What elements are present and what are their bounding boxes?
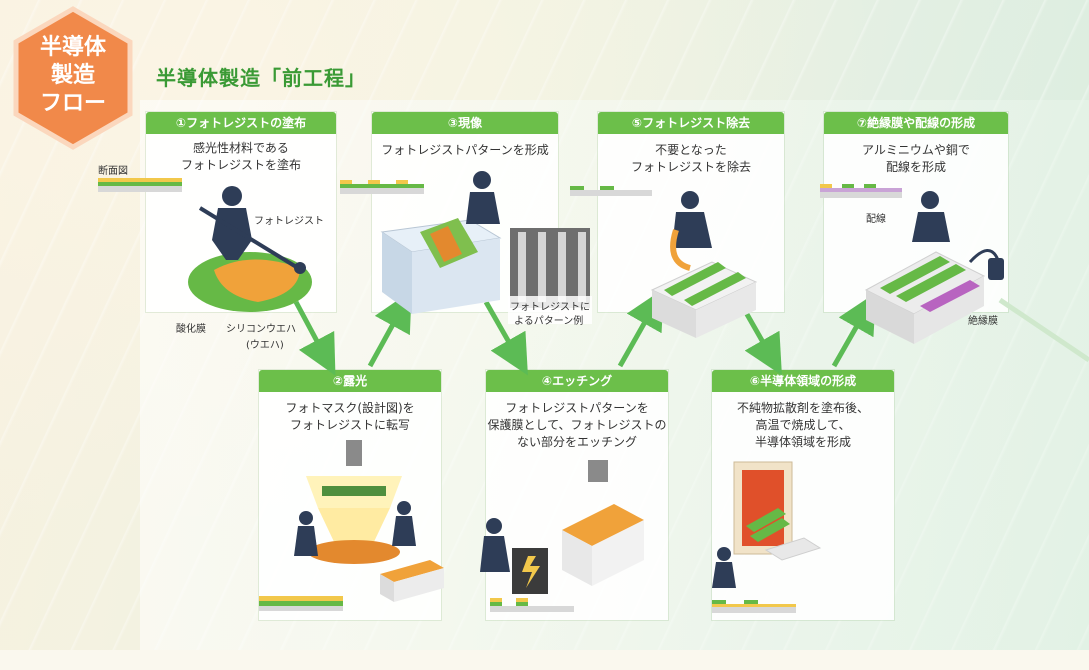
badge-line-3: フロー	[39, 91, 106, 116]
arrow-4-to-5	[617, 288, 664, 368]
badge-line-2: 製造	[50, 63, 95, 88]
arrow-7-out	[998, 297, 1089, 363]
step-4-desc-line: フォトレジストパターンを	[505, 401, 649, 415]
bottom-strip	[0, 650, 1089, 670]
step-1-desc-line: フォトレジストを塗布	[180, 158, 301, 172]
wiring-label: 配線	[866, 214, 886, 225]
step-5-desc-line: フォトレジストを除去	[630, 160, 751, 174]
step-1-description: 感光性材料である フォトレジストを塗布	[146, 140, 336, 174]
step-6-header: ⑥半導体領域の形成	[712, 370, 894, 392]
step-3-header: ③現像	[372, 112, 558, 134]
oxide-film-label: 酸化膜	[176, 324, 206, 335]
step-2-desc-line: フォトレジストに転写	[289, 418, 410, 432]
step-4-desc-line: 保護膜として、フォトレジストの	[487, 418, 667, 432]
step-6-description: 不純物拡散剤を塗布後、 高温で焼成して、 半導体領域を形成	[712, 400, 894, 451]
step-5-desc-line: 不要となった	[655, 143, 727, 157]
step-6-desc-line: 高温で焼成して、	[755, 418, 851, 432]
step-4-desc-line: ない部分をエッチング	[516, 435, 637, 449]
step-3-desc-line: フォトレジストパターンを形成	[381, 143, 549, 157]
step-7-desc-line: 配線を形成	[885, 160, 946, 174]
step-7-description: アルミニウムや銅で 配線を形成	[824, 142, 1008, 176]
arrow-1-to-2	[293, 300, 336, 376]
cross-section-2	[259, 596, 343, 611]
step-2-desc-line: フォトマスク(設計図)を	[285, 401, 415, 415]
arrow-3-to-4	[483, 300, 528, 376]
cross-section-label: 断面図	[98, 166, 128, 177]
badge-line-1: 半導体	[39, 35, 106, 60]
step-1-header: ①フォトレジストの塗布	[146, 112, 336, 134]
step-4-illustration	[480, 460, 644, 594]
page-title: 半導体製造「前工程」	[156, 66, 366, 90]
step-7-header: ⑦絶縁膜や配線の形成	[824, 112, 1008, 134]
step-2-description: フォトマスク(設計図)を フォトレジストに転写	[259, 400, 441, 434]
silicon-wafer-label: シリコンウエハ	[226, 324, 296, 335]
step-5-description: 不要となった フォトレジストを除去	[598, 142, 784, 176]
step-5-illustration	[650, 191, 758, 338]
step-4-description: フォトレジストパターンを 保護膜として、フォトレジストの ない部分をエッチング	[476, 400, 678, 451]
arrow-2-to-3	[367, 290, 412, 368]
arrow-6-to-7	[831, 292, 876, 368]
step-6-desc-line: 不純物拡散剤を塗布後、	[736, 401, 869, 415]
cross-section-7	[820, 184, 902, 198]
step-6-desc-line: 半導体領域を形成	[754, 435, 851, 449]
step-5-header: ⑤フォトレジスト除去	[598, 112, 784, 134]
cross-section-6	[712, 600, 796, 613]
photoresist-label: フォトレジスト	[254, 216, 324, 227]
step-1-illustration	[188, 186, 312, 312]
step-1-desc-line: 感光性材料である	[193, 141, 289, 155]
pattern-example-label-1: フォトレジストに	[510, 302, 590, 313]
wafer-label: (ウエハ)	[246, 340, 284, 351]
cross-section-1	[98, 178, 182, 192]
badge-text: 半導体 製造 フロー	[10, 34, 136, 118]
cross-section-3	[340, 180, 424, 194]
cross-section-4	[490, 598, 574, 612]
step-4-header: ④エッチング	[486, 370, 668, 392]
step-7-illustration	[864, 191, 1004, 344]
step-2-illustration	[294, 440, 444, 602]
insulating-film-label: 絶縁膜	[968, 316, 998, 327]
step-3-illustration	[380, 171, 592, 324]
step-3-description: フォトレジストパターンを形成	[366, 142, 564, 159]
flow-arrows	[293, 288, 1089, 376]
pattern-example-label-2: よるパターン例	[514, 316, 584, 327]
step-6-illustration	[712, 461, 822, 588]
badge-hexagon	[13, 6, 133, 150]
step-7-desc-line: アルミニウムや銅で	[862, 143, 970, 157]
cross-section-5	[570, 186, 652, 196]
